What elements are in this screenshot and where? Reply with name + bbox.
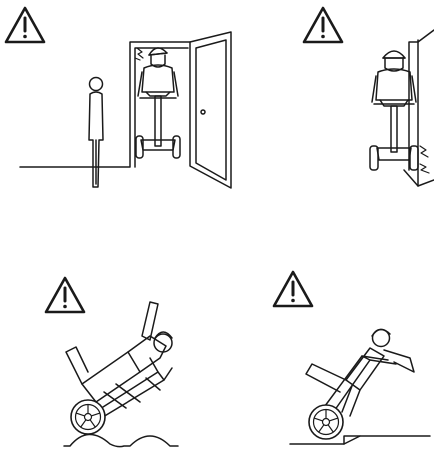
panel-step bbox=[274, 272, 430, 444]
wheel-icon bbox=[309, 405, 343, 439]
rider-figure bbox=[66, 302, 172, 408]
rider-figure bbox=[306, 329, 414, 416]
scene-line-art bbox=[20, 32, 231, 188]
panel-doorway bbox=[6, 8, 231, 188]
panel-bumps bbox=[46, 278, 178, 447]
wheel-icon bbox=[71, 400, 105, 434]
warning-triangle-icon bbox=[46, 278, 84, 312]
warning-triangle-icon bbox=[304, 8, 342, 42]
bystander-figure bbox=[89, 78, 103, 188]
panel-wall bbox=[304, 8, 434, 186]
rider-figure bbox=[370, 51, 418, 170]
scene-line-art bbox=[370, 30, 434, 186]
rider-figure bbox=[136, 48, 180, 158]
warning-triangle-icon bbox=[274, 272, 312, 306]
warning-triangle-icon bbox=[6, 8, 44, 42]
